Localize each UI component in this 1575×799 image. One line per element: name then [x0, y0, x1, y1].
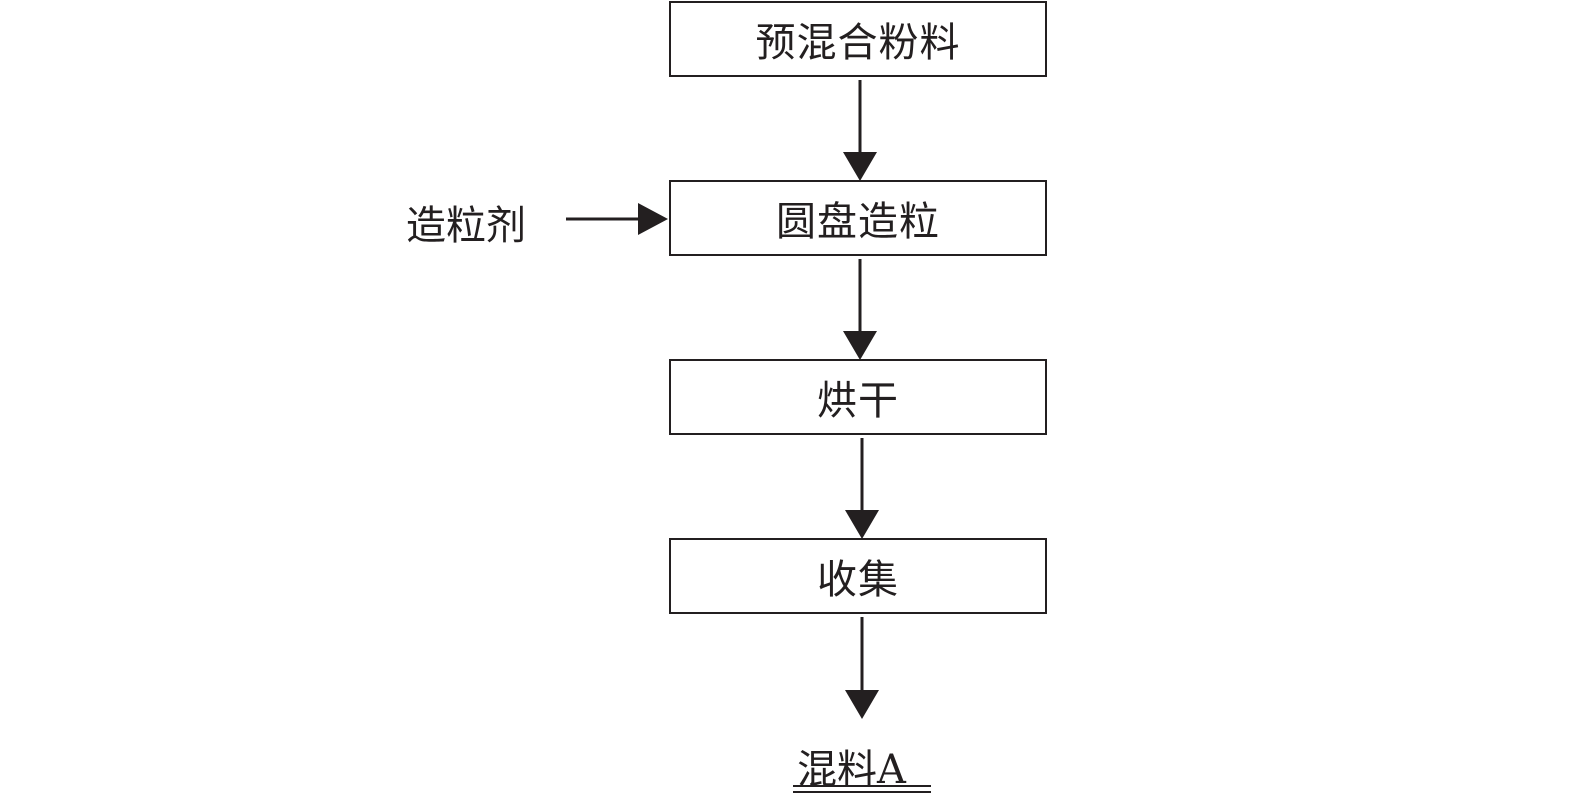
arrowhead-step2-to-step3	[843, 331, 877, 360]
step-label: 收集	[817, 557, 899, 603]
arrowhead-step1-to-step2	[843, 152, 877, 181]
step-label: 预混合粉料	[755, 20, 961, 66]
output-underline-top	[793, 785, 931, 787]
step-label: 圆盘造粒	[776, 199, 940, 245]
step-box-drying: 烘干	[669, 359, 1047, 435]
side-input-label: 造粒剂	[406, 203, 526, 249]
step-box-disc-granulation: 圆盘造粒	[669, 180, 1047, 256]
arrowhead-step3-to-step4	[845, 510, 879, 539]
output-underline-bottom	[793, 791, 931, 793]
arrowhead-side-input-to-step2	[638, 203, 668, 235]
step-box-premix-powder: 预混合粉料	[669, 1, 1047, 77]
step-box-collection: 收集	[669, 538, 1047, 614]
step-label: 烘干	[817, 378, 899, 424]
arrowhead-step4-to-output	[845, 690, 879, 719]
